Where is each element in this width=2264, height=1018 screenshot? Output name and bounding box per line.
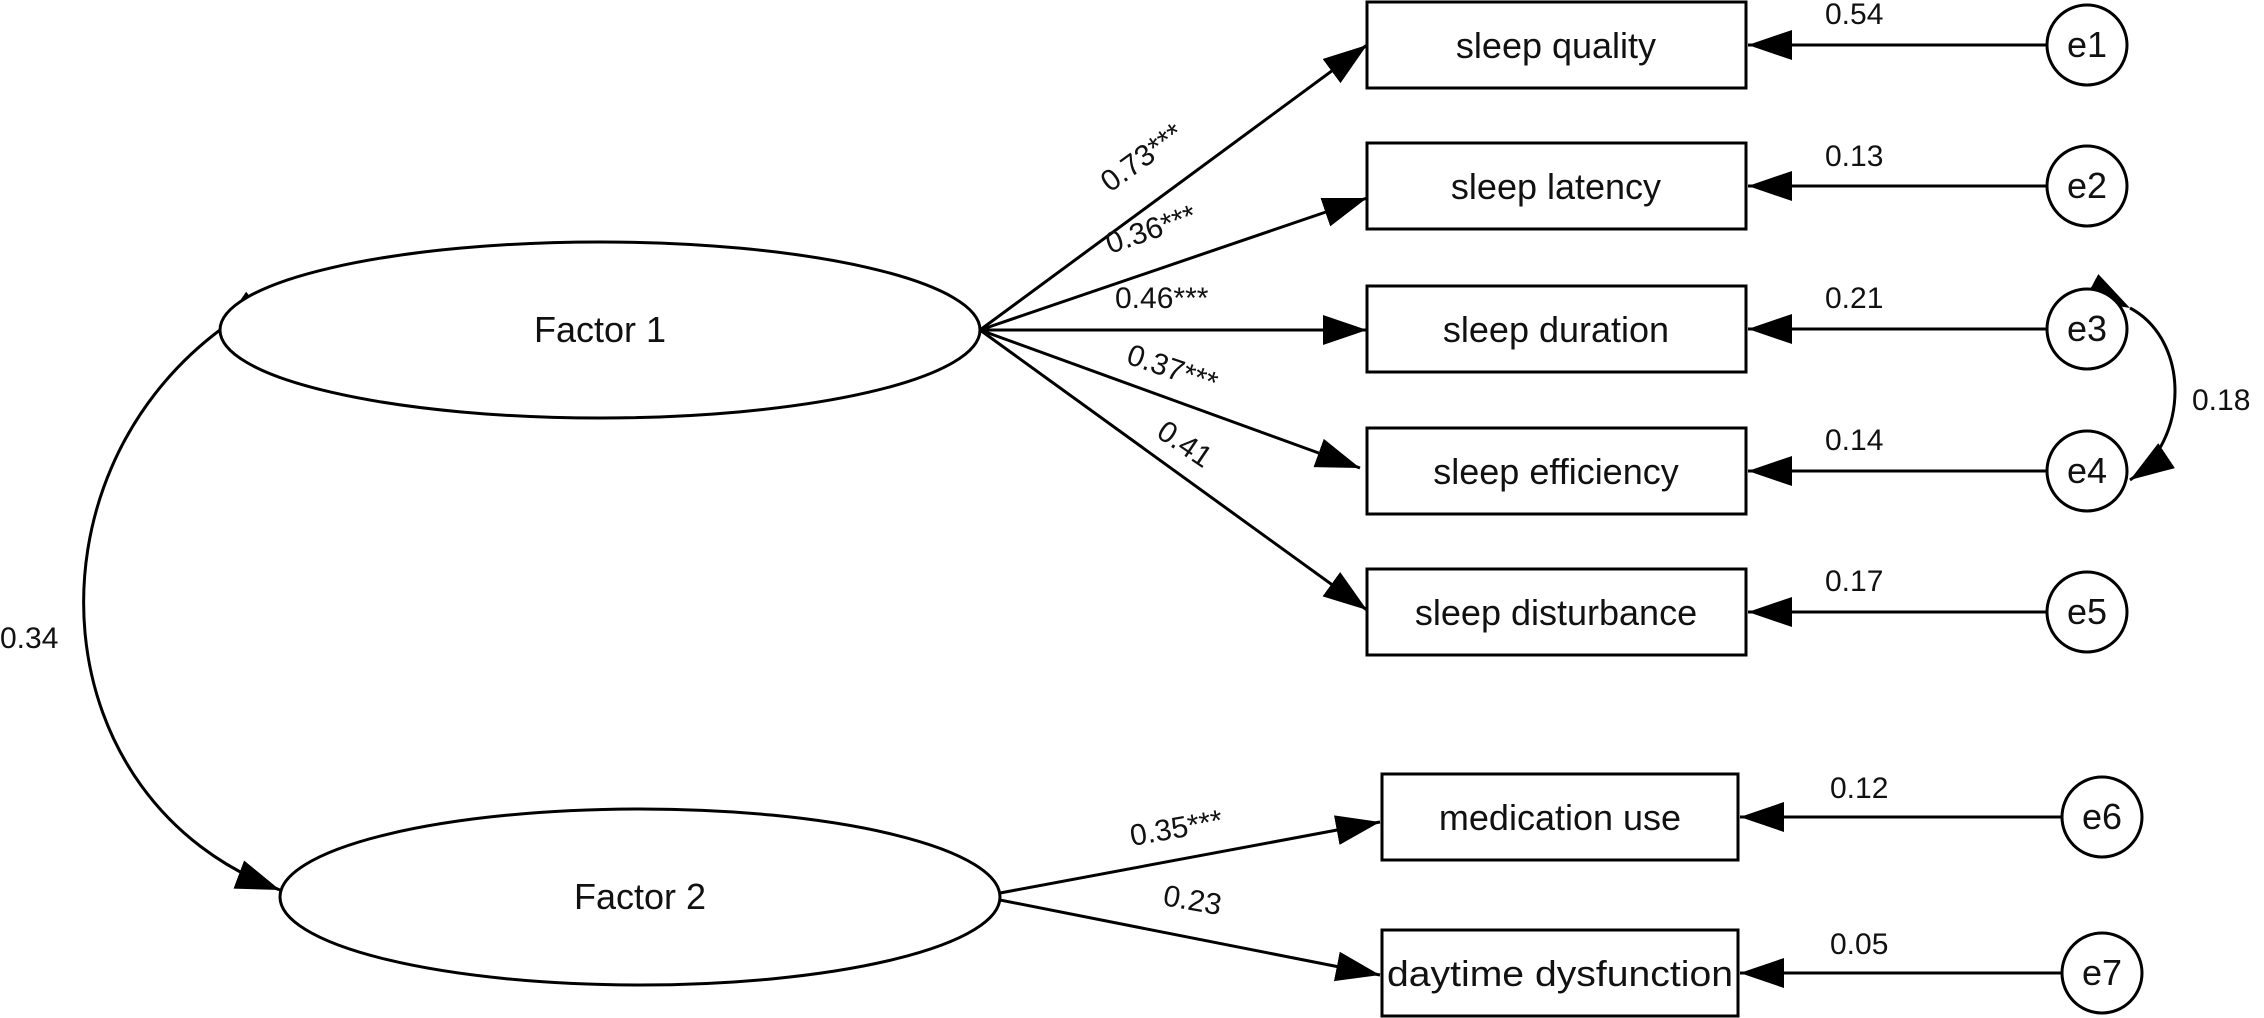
indicator-sleep-disturbance: sleep disturbance <box>1365 567 1748 657</box>
factor-1-label: Factor 1 <box>534 309 666 350</box>
error-value-e2: 0.13 <box>1825 140 1883 173</box>
error-covariance-path <box>2084 274 2177 482</box>
factor-covariance-path <box>82 291 281 892</box>
indicator-label: sleep efficiency <box>1433 451 1678 492</box>
factor-2-label: Factor 2 <box>574 876 706 917</box>
factor-covariance-label: 0.34 <box>0 622 58 655</box>
indicator-label: sleep duration <box>1443 309 1669 350</box>
loading-label-i3: 0.46*** <box>1115 282 1209 315</box>
loading-path-i1 <box>979 43 1368 332</box>
loading-label-i7: 0.23 <box>1161 879 1224 922</box>
indicator-daytime-dysfunction: daytime dysfunction <box>1380 928 1740 1018</box>
error-label: e2 <box>2067 165 2107 206</box>
loading-label-i2: 0.36*** <box>1102 199 1201 261</box>
error-value-e5: 0.17 <box>1825 565 1883 598</box>
error-e4: e4 <box>2045 429 2129 513</box>
error-label: e3 <box>2067 308 2107 349</box>
error-value-e6: 0.12 <box>1830 772 1888 805</box>
indicator-sleep-quality: sleep quality <box>1365 0 1748 90</box>
error-label: e7 <box>2082 952 2122 993</box>
loading-label-i6: 0.35*** <box>1127 804 1225 853</box>
loading-label-i4: 0.37*** <box>1123 338 1222 400</box>
error-label: e5 <box>2067 591 2107 632</box>
indicator-sleep-duration: sleep duration <box>1365 284 1748 374</box>
indicator-medication-use: medication use <box>1380 772 1740 862</box>
error-label: e4 <box>2067 450 2107 491</box>
loading-path-i4 <box>979 328 1361 470</box>
loading-path-i6 <box>999 815 1381 895</box>
error-value-e3: 0.21 <box>1825 282 1883 315</box>
indicator-label: sleep latency <box>1451 166 1661 207</box>
indicator-label: daytime dysfunction <box>1387 953 1733 994</box>
loading-label-i5: 0.41 <box>1151 414 1218 474</box>
error-e5: e5 <box>2045 570 2129 654</box>
error-e1: e1 <box>2045 3 2129 87</box>
error-value-e7: 0.05 <box>1830 928 1888 961</box>
indicator-label: sleep quality <box>1456 25 1656 66</box>
error-e7: e7 <box>2060 931 2144 1015</box>
indicator-label: sleep disturbance <box>1415 592 1697 633</box>
error-e3: e3 <box>2045 287 2129 371</box>
error-covariance-label: 0.18 <box>2192 384 2250 417</box>
factor-2: Factor 2 <box>278 807 1002 987</box>
loading-path-i2 <box>979 196 1368 332</box>
indicator-sleep-latency: sleep latency <box>1365 141 1748 231</box>
loading-path-i7 <box>999 898 1381 982</box>
error-label: e1 <box>2067 24 2107 65</box>
error-e6: e6 <box>2060 775 2144 859</box>
indicator-sleep-efficiency: sleep efficiency <box>1365 426 1748 516</box>
error-e2: e2 <box>2045 144 2129 228</box>
error-value-e1: 0.54 <box>1825 0 1883 31</box>
error-value-e4: 0.14 <box>1825 424 1883 457</box>
indicator-label: medication use <box>1439 797 1681 838</box>
loading-path-i5 <box>979 328 1368 612</box>
error-label: e6 <box>2082 796 2122 837</box>
factor-1: Factor 1 <box>218 240 982 420</box>
